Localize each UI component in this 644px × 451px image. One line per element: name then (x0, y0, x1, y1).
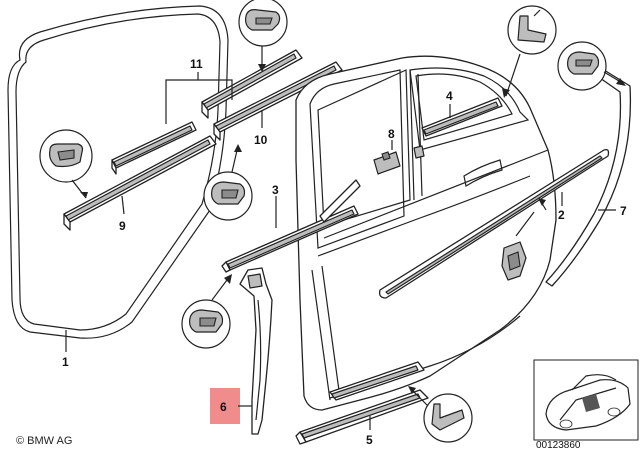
label-part-2: 2 (558, 208, 565, 222)
seal-profile-detail-7 (557, 41, 626, 91)
label-part-6: 6 (220, 400, 227, 414)
window-channel-part-9 (63, 135, 217, 231)
seal-profile-detail-6 (181, 274, 232, 349)
molding-clip (501, 211, 535, 281)
label-part-10: 10 (254, 133, 268, 147)
channel-part-3 (221, 179, 361, 273)
strip-part-11b (201, 49, 303, 119)
side-molding-part-2 (378, 148, 610, 299)
label-part-7: 7 (620, 204, 627, 218)
label-part-5: 5 (366, 433, 373, 447)
strip-part-10 (213, 61, 343, 141)
clip-small (413, 145, 425, 159)
seal-profile-detail-top (238, 0, 288, 72)
seal-profile-detail-1 (39, 129, 93, 199)
label-part-9: 9 (119, 219, 126, 233)
label-part-3: 3 (272, 183, 279, 197)
seal-profile-detail-4 (502, 5, 557, 98)
reference-number: 00123860 (536, 440, 581, 451)
seal-profile-detail-10 (203, 144, 253, 221)
strip-part-11a (111, 121, 197, 175)
rear-door-body (295, 55, 557, 411)
weatherstrip-part-4 (421, 97, 503, 137)
pillar-trim-part-6 (239, 267, 273, 435)
door-seal-part-1 (7, 5, 229, 339)
label-part-1: 1 (62, 355, 69, 369)
vehicle-thumbnail (533, 359, 639, 441)
copyright-text: © BMW AG (16, 435, 72, 447)
label-part-11: 11 (190, 57, 203, 71)
label-part-8: 8 (388, 127, 395, 141)
clip-part-8 (373, 151, 401, 175)
seal-profile-detail-5 (408, 386, 473, 443)
sill-upper-strip (329, 361, 425, 401)
label-part-6-highlight (210, 388, 240, 424)
rear-seal-part-7 (545, 69, 632, 287)
label-part-4: 4 (446, 89, 453, 103)
sill-strip-part-5 (295, 389, 429, 445)
